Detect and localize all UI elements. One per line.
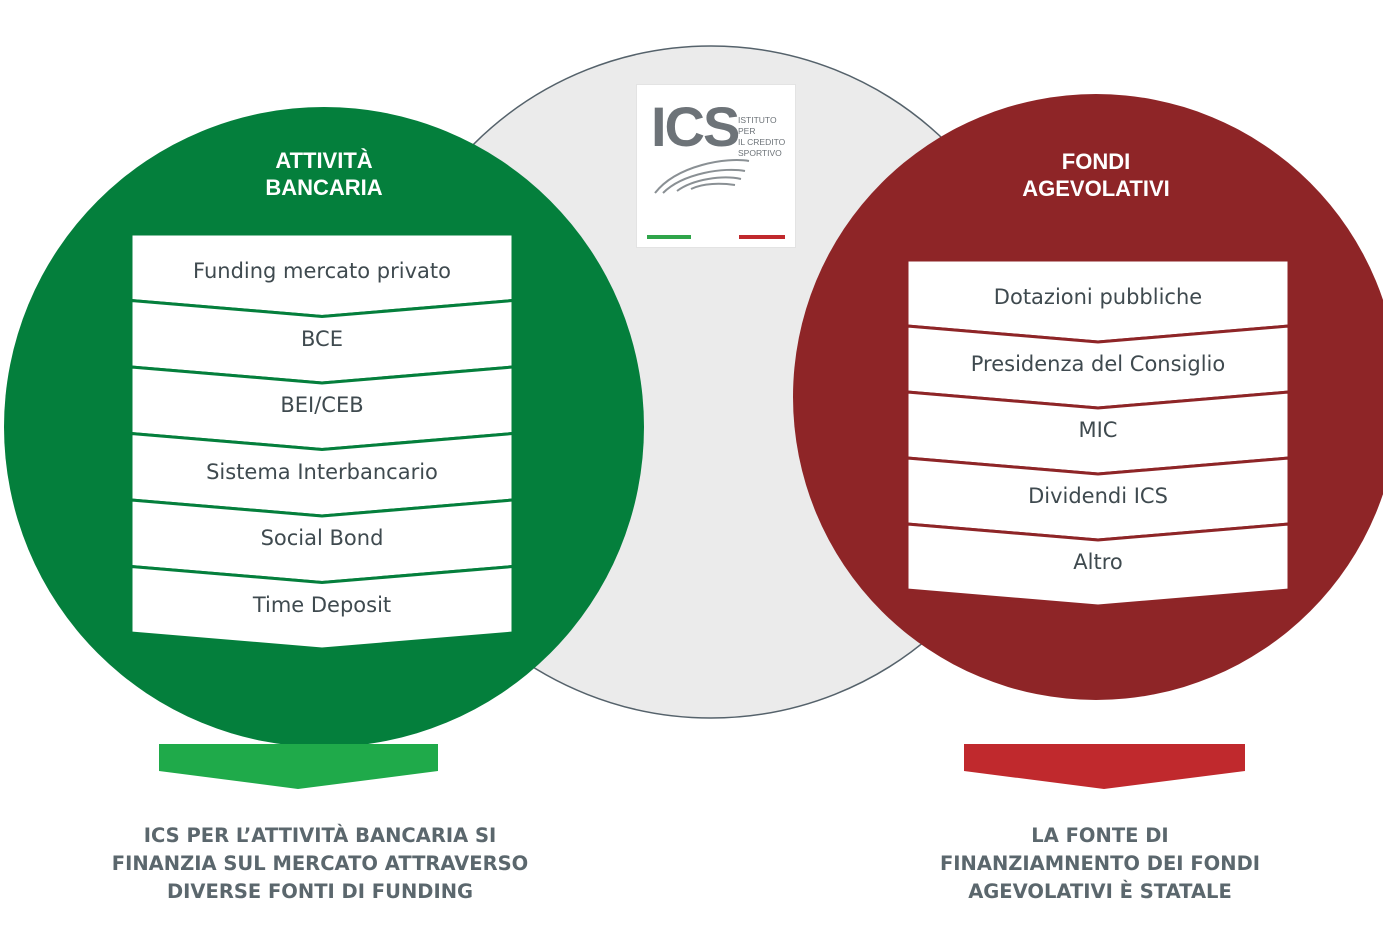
left-down-arrow [159,744,438,789]
right-chevron-label: Dotazioni pubbliche [993,285,1203,309]
right-chevron-label: Altro [1073,549,1123,574]
left-chevron-label: BCE [301,326,343,351]
left-chevron-item [129,564,515,651]
logo-subtitle-line: SPORTIVO [738,148,782,158]
logo-subtitle-line: ISTITUTO PER [738,115,777,136]
left-chevron-label: Funding mercato privato [193,259,451,284]
left-caption: ICS PER L’ATTIVITÀ BANCARIA SI FINANZIA … [40,822,600,906]
logo-subtitle: ISTITUTO PER IL CREDITO SPORTIVO [738,115,795,159]
right-caption-line: AGEVOLATIVI È STATALE [968,880,1232,903]
left-circle-title: ATTIVITÀ BANCARIA [204,147,444,201]
left-caption-line: ICS PER L’ATTIVITÀ BANCARIA SI [143,824,497,847]
logo-swoosh-icon [647,159,785,239]
right-chevron-label: Dividendi ICS [1028,483,1168,508]
left-chevron-label: Social Bond [260,526,384,551]
left-chevron-label: BEI/CEB [280,393,364,418]
right-title-line: FONDI [1061,149,1131,174]
left-caption-line: DIVERSE FONTI DI FUNDING [166,880,474,903]
right-caption-line: FINANZIAMNENTO DEI FONDI [939,852,1261,875]
right-title-line: AGEVOLATIVI [1022,176,1170,201]
left-title-line: ATTIVITÀ [275,148,373,173]
right-chevron-label: MIC [1078,417,1118,442]
right-chevron-item [905,522,1291,608]
right-chevron-list [905,258,1291,608]
left-chevron-label: Time Deposit [252,592,392,617]
left-caption-line: FINANZIA SUL MERCATO ATTRAVERSO [111,852,529,875]
right-down-arrow [964,744,1245,789]
right-chevron-label: Presidenza del Consiglio [970,351,1226,376]
logo-subtitle-line: IL CREDITO [738,137,786,147]
right-caption: LA FONTE DI FINANZIAMNENTO DEI FONDI AGE… [820,822,1380,906]
right-caption-line: LA FONTE DI [1031,824,1169,847]
logo-text: ICS [651,95,740,158]
ics-logo: ICS ISTITUTO PER IL CREDITO SPORTIVO [636,84,796,248]
left-chevron-list [129,232,515,651]
right-circle-title: FONDI AGEVOLATIVI [976,148,1216,202]
left-chevron-label: Sistema Interbancario [206,459,438,484]
left-title-line: BANCARIA [265,175,383,200]
